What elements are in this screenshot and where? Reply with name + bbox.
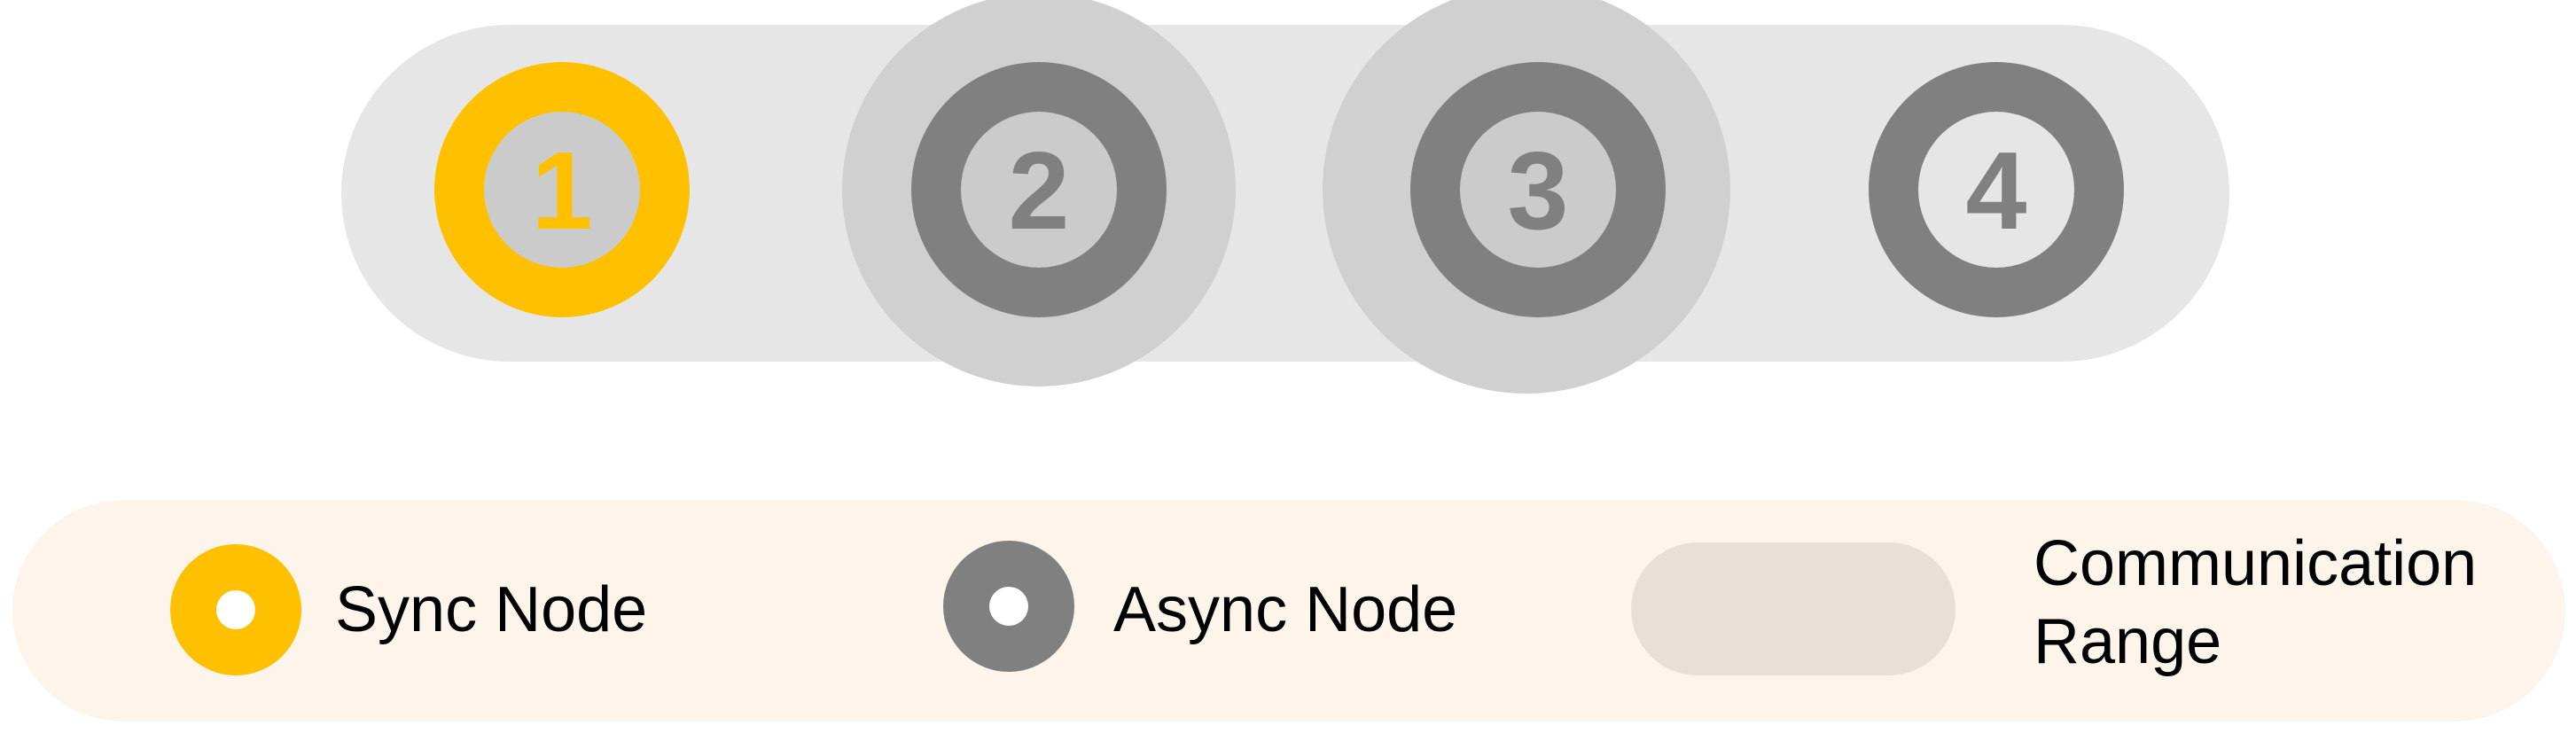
node-3: 3	[1410, 62, 1666, 317]
node-4-label: 4	[1966, 130, 2027, 253]
node-2-label: 2	[1009, 130, 1070, 253]
node-1-label: 1	[532, 130, 593, 253]
legend-communication-range: Communication Range	[1631, 528, 2477, 677]
communication-range-swatch	[1631, 542, 1955, 675]
legend-sync-label: Sync Node	[335, 574, 647, 645]
legend-range-label-line1: Communication	[2033, 528, 2477, 599]
node-2: 2	[911, 62, 1167, 317]
legend-async-label: Async Node	[1113, 574, 1457, 645]
legend-async-node: Async Node	[943, 541, 1457, 672]
legend-sync-node: Sync Node	[170, 544, 647, 675]
communication-range-band	[341, 25, 2229, 362]
node-3-label: 3	[1508, 130, 1569, 253]
legend: Sync Node Async Node Communication Range	[12, 500, 2565, 722]
node-1: 1	[434, 62, 690, 317]
node-4: 4	[1869, 62, 2124, 317]
legend-range-label-line2: Range	[2033, 606, 2221, 677]
